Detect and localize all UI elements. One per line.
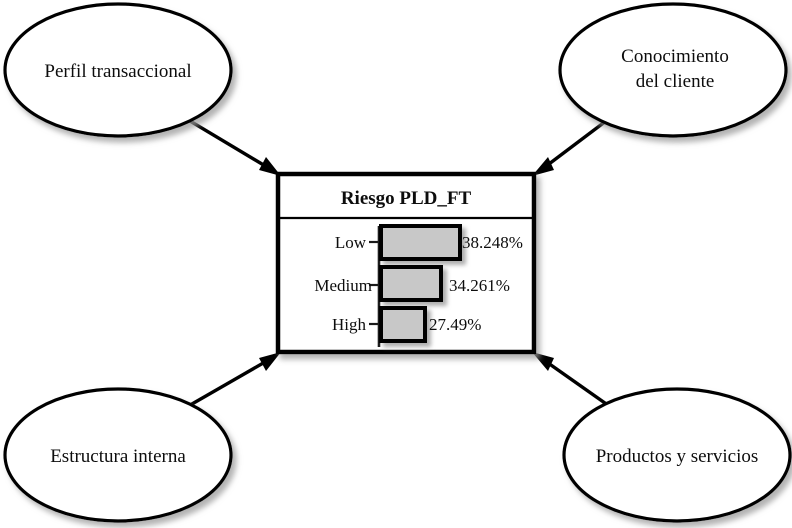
- value-label: 34.261%: [449, 276, 510, 295]
- node-label: Perfil transaccional: [44, 61, 191, 82]
- edge-conocimiento-to-panel: [532, 116, 612, 176]
- node-label-line2: del cliente: [636, 71, 715, 92]
- riesgo-panel[interactable]: Riesgo PLD_FT Low 38.248% Medium 34.: [275, 171, 537, 355]
- value-label: 27.49%: [429, 315, 481, 334]
- category-label: Low: [335, 233, 367, 252]
- bar-rect[interactable]: [379, 306, 427, 343]
- bar-chart: Low 38.248% Medium 34.261% High 27.49%: [314, 224, 523, 347]
- bar-rect[interactable]: [379, 265, 443, 302]
- connector-group: [184, 116, 613, 410]
- node-productos-y-servicios[interactable]: Productos y servicios: [562, 387, 792, 523]
- node-ellipse[interactable]: [558, 2, 788, 138]
- bar-group-high[interactable]: High 27.49%: [332, 306, 481, 343]
- edge-estructura-to-panel: [184, 352, 281, 410]
- bar-group-medium[interactable]: Medium 34.261%: [314, 265, 510, 302]
- bar-group-low[interactable]: Low 38.248%: [335, 224, 523, 261]
- node-ellipse[interactable]: [3, 387, 233, 523]
- edge-line: [540, 356, 613, 410]
- node-label: Productos y servicios: [596, 446, 759, 467]
- bar-rect[interactable]: [379, 224, 462, 261]
- arrow-head-icon: [259, 157, 281, 176]
- node-conocimiento-del-cliente[interactable]: Conocimiento del cliente: [558, 2, 788, 138]
- node-estructura-interna[interactable]: Estructura interna: [3, 387, 233, 523]
- edge-line: [184, 116, 273, 172]
- category-label: Medium: [314, 276, 372, 295]
- panel-title: Riesgo PLD_FT: [341, 188, 472, 209]
- node-ellipse[interactable]: [562, 387, 792, 523]
- edge-line: [184, 356, 273, 410]
- node-label-line1: Conocimiento: [621, 46, 729, 67]
- value-label: 38.248%: [462, 233, 523, 252]
- edge-perfil-to-panel: [184, 116, 281, 176]
- node-label: Estructura interna: [50, 446, 186, 467]
- edge-line: [539, 116, 612, 172]
- arrow-head-icon: [532, 157, 554, 176]
- arrow-head-icon: [259, 352, 281, 371]
- edge-productos-to-panel: [532, 352, 613, 410]
- node-perfil-transaccional[interactable]: Perfil transaccional: [3, 2, 233, 138]
- arrow-head-icon: [532, 352, 554, 371]
- category-label: High: [332, 315, 367, 334]
- node-ellipse[interactable]: [3, 2, 233, 138]
